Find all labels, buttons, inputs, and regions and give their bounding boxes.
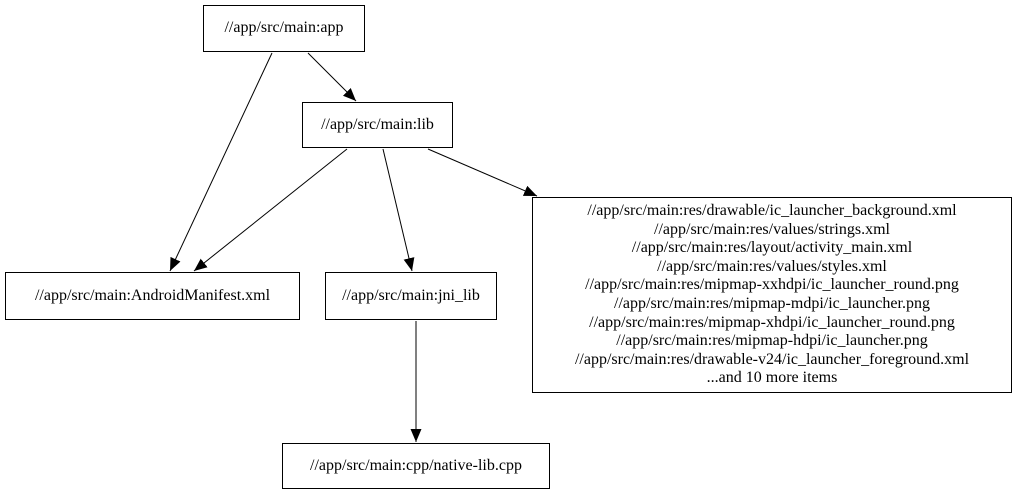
resource-line: //app/src/main:res/values/strings.xml bbox=[654, 220, 890, 238]
node-jni-lib: //app/src/main:jni_lib bbox=[325, 272, 497, 320]
node-app-label: //app/src/main:app bbox=[224, 19, 344, 37]
node-android-manifest: //app/src/main:AndroidManifest.xml bbox=[5, 272, 300, 320]
resource-line: //app/src/main:res/values/styles.xml bbox=[657, 257, 887, 275]
node-lib-label: //app/src/main:lib bbox=[321, 115, 434, 133]
resources-more-items: ...and 10 more items bbox=[706, 369, 838, 387]
edge-lib-to-resources bbox=[427, 148, 538, 197]
node-app: //app/src/main:app bbox=[203, 5, 365, 52]
edge-app-to-lib bbox=[307, 52, 357, 102]
resource-line: //app/src/main:res/mipmap-hdpi/ic_launch… bbox=[616, 332, 928, 350]
resource-line: //app/src/main:res/drawable-v24/ic_launc… bbox=[574, 350, 970, 368]
edge-lib-to-androidmanifest bbox=[193, 148, 348, 272]
node-android-manifest-label: //app/src/main:AndroidManifest.xml bbox=[34, 286, 271, 304]
node-lib: //app/src/main:lib bbox=[302, 102, 453, 148]
node-native-lib-label: //app/src/main:cpp/native-lib.cpp bbox=[310, 456, 522, 474]
resource-line: //app/src/main:res/mipmap-xxhdpi/ic_laun… bbox=[585, 276, 959, 294]
edge-app-to-androidmanifest bbox=[169, 52, 273, 272]
node-native-lib: //app/src/main:cpp/native-lib.cpp bbox=[282, 443, 550, 489]
node-resources-group: //app/src/main:res/drawable/ic_launcher_… bbox=[532, 197, 1012, 393]
edge-lib-to-jni-lib bbox=[382, 148, 415, 272]
resource-line: //app/src/main:res/mipmap-xhdpi/ic_launc… bbox=[589, 313, 955, 331]
resource-line: //app/src/main:res/mipmap-mdpi/ic_launch… bbox=[614, 295, 930, 312]
node-jni-lib-label: //app/src/main:jni_lib bbox=[342, 286, 480, 304]
resource-line: //app/src/main:res/layout/activity_main.… bbox=[631, 239, 913, 257]
resource-line: //app/src/main:res/drawable/ic_launcher_… bbox=[587, 202, 957, 220]
